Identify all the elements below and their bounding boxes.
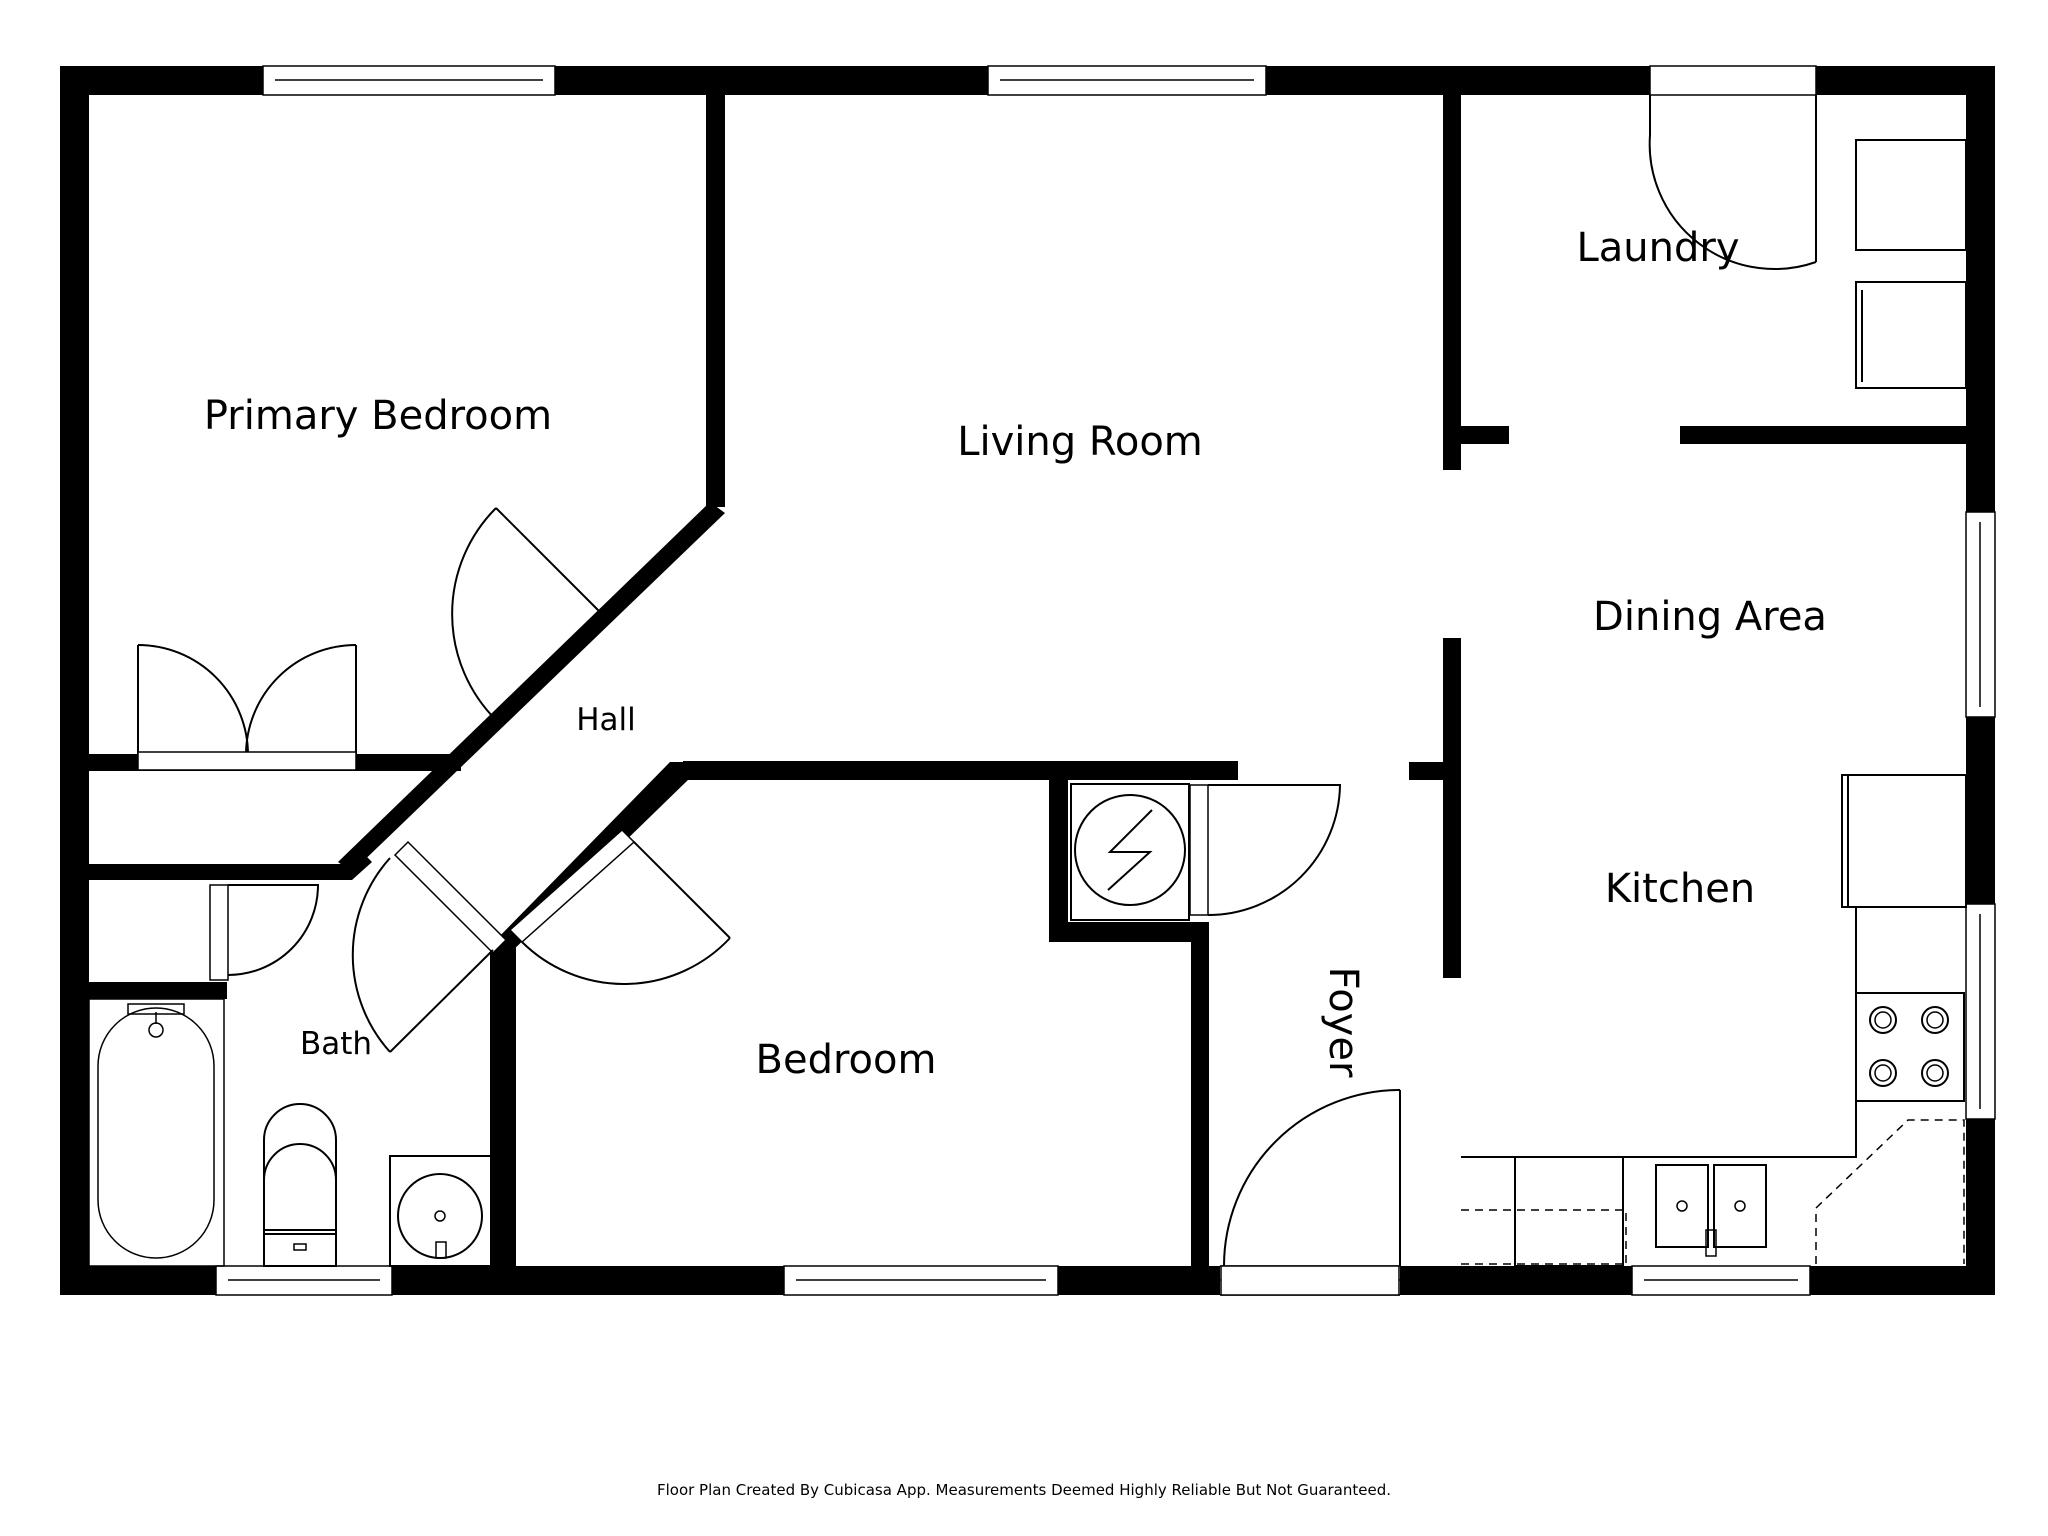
doors [137,95,1817,1296]
room-label-foyer: Foyer [1320,967,1366,1078]
room-label-bath: Bath [300,1026,372,1062]
windows [215,65,1996,1296]
room-labels: Primary Bedroom Living Room Laundry Dini… [204,225,1827,1083]
room-label-kitchen: Kitchen [1605,866,1755,912]
room-label-laundry: Laundry [1576,225,1739,271]
footer-note: Floor Plan Created By Cubicasa App. Meas… [656,1481,1392,1499]
interior-walls [89,95,1966,1266]
room-label-primary-bedroom: Primary Bedroom [204,393,552,439]
room-label-dining-area: Dining Area [1593,594,1827,640]
room-label-bedroom: Bedroom [756,1037,937,1083]
room-label-living-room: Living Room [957,419,1203,465]
fixtures [88,139,1967,1267]
room-label-hall: Hall [576,702,636,738]
